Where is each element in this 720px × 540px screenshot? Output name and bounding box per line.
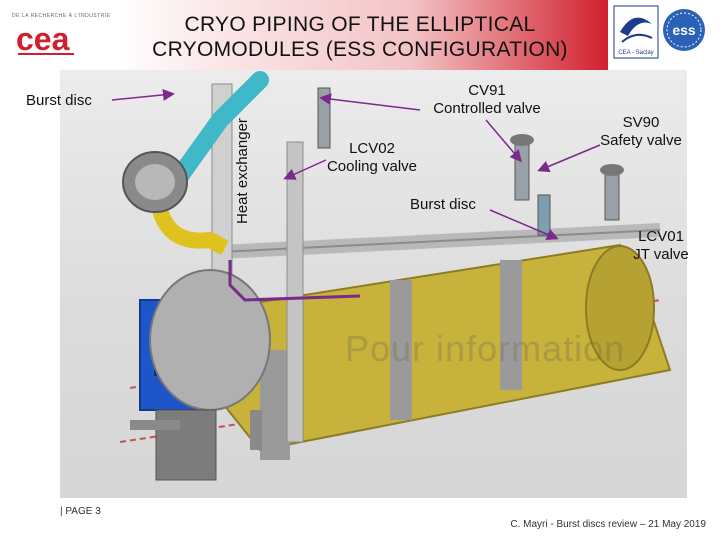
label-lcv01: LCV01 JT valve [624, 228, 698, 264]
label-cv91-line1: CV91 [468, 82, 506, 99]
watermark: Pour information [345, 328, 626, 369]
cea-tagline: DE LA RECHERCHE À L'INDUSTRIE [12, 13, 111, 19]
title-line-1: CRYO PIPING OF THE ELLIPTICAL [184, 13, 536, 36]
label-lcv01-line1: LCV01 [638, 228, 684, 245]
partner-logo-1-text: CEA - Saclay [618, 50, 653, 56]
label-burst-disc-center: Burst disc [410, 196, 476, 213]
page-number: | PAGE 3 [60, 506, 101, 517]
page-title: CRYO PIPING OF THE ELLIPTICAL CRYOMODULE… [120, 12, 600, 62]
footer-credit: C. Mayri - Burst discs review – 21 May 2… [510, 519, 706, 530]
label-lcv02-line2: Cooling valve [326, 158, 418, 175]
label-burst-disc-left: Burst disc [26, 92, 92, 109]
cea-logo-text: cea [16, 21, 70, 57]
title-line-2: CRYOMODULES (ESS CONFIGURATION) [152, 38, 568, 61]
cryomodule-render: Pour information [60, 70, 687, 498]
label-cv91: CV91 Controlled valve [420, 82, 554, 118]
label-lcv01-line2: JT valve [633, 246, 689, 263]
cea-logo: cea [16, 21, 74, 57]
label-lcv02-line1: LCV02 [349, 140, 395, 157]
cryomodule-illustration [119, 71, 672, 481]
header-gradient-band [118, 0, 608, 72]
label-cv91-line2: Controlled valve [433, 100, 541, 117]
partner-logo-2-text: ess [672, 22, 696, 38]
partner-logos: CEA - Saclay ess [612, 2, 708, 68]
label-sv90-line2: Safety valve [600, 132, 682, 149]
label-sv90: SV90 Safety valve [590, 114, 692, 150]
label-lcv02: LCV02 Cooling valve [326, 140, 418, 176]
label-sv90-line1: SV90 [622, 114, 660, 131]
slide-header: DE LA RECHERCHE À L'INDUSTRIE cea CRYO P… [0, 0, 720, 72]
label-heat-exchanger: Heat exchanger [234, 118, 251, 224]
